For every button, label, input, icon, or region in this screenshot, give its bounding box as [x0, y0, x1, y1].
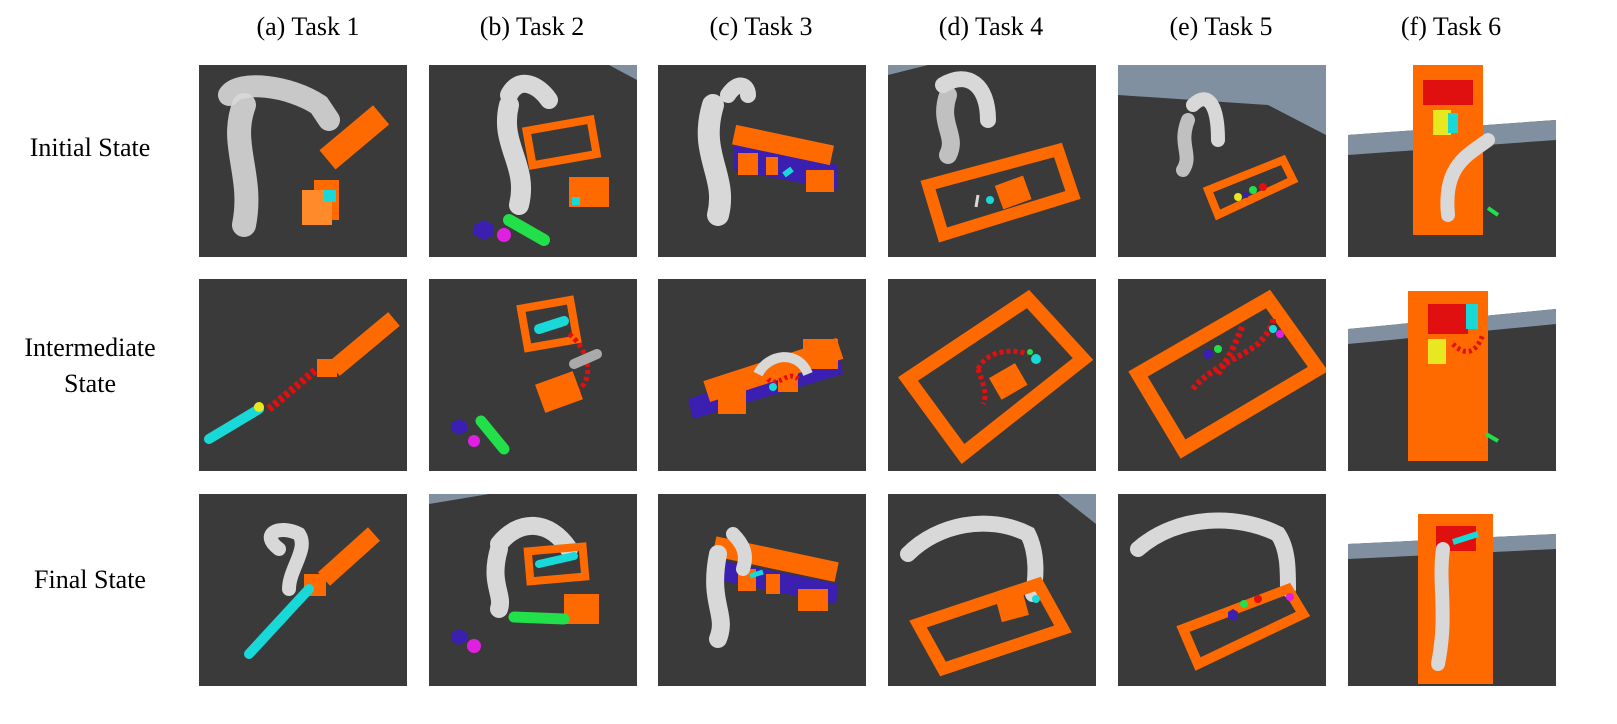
row-label-intermediate-line1: Intermediate	[24, 333, 156, 362]
image-task6-initial	[1348, 65, 1556, 257]
image-task5-final	[1118, 494, 1326, 686]
row-label-final: Final State	[34, 565, 146, 594]
image-task2-intermediate	[429, 279, 637, 471]
row-label-intermediate: Intermediate State	[0, 330, 180, 402]
image-task2-final	[429, 494, 637, 686]
image-task4-intermediate	[888, 279, 1096, 471]
image-task1-intermediate	[199, 279, 407, 471]
row-label-initial: Initial State	[29, 133, 151, 162]
col-label-task3: (c) Task 3	[709, 12, 813, 41]
col-label-task6: (f) Task 6	[1400, 12, 1502, 41]
image-task5-initial	[1118, 65, 1326, 257]
image-task4-final	[888, 494, 1096, 686]
col-label-task1: (a) Task 1	[256, 12, 360, 41]
col-label-task5: (e) Task 5	[1169, 12, 1273, 41]
row-label-intermediate-line2: State	[64, 369, 116, 398]
image-task3-initial	[658, 65, 866, 257]
image-task6-final	[1348, 494, 1556, 686]
image-task5-intermediate	[1118, 279, 1326, 471]
image-task4-initial	[888, 65, 1096, 257]
image-task1-initial	[199, 65, 407, 257]
image-task1-final	[199, 494, 407, 686]
col-label-task2: (b) Task 2	[479, 12, 585, 41]
image-task3-final	[658, 494, 866, 686]
image-task6-intermediate	[1348, 279, 1556, 471]
col-label-task4: (d) Task 4	[938, 12, 1044, 41]
image-task3-intermediate	[658, 279, 866, 471]
image-task2-initial	[429, 65, 637, 257]
